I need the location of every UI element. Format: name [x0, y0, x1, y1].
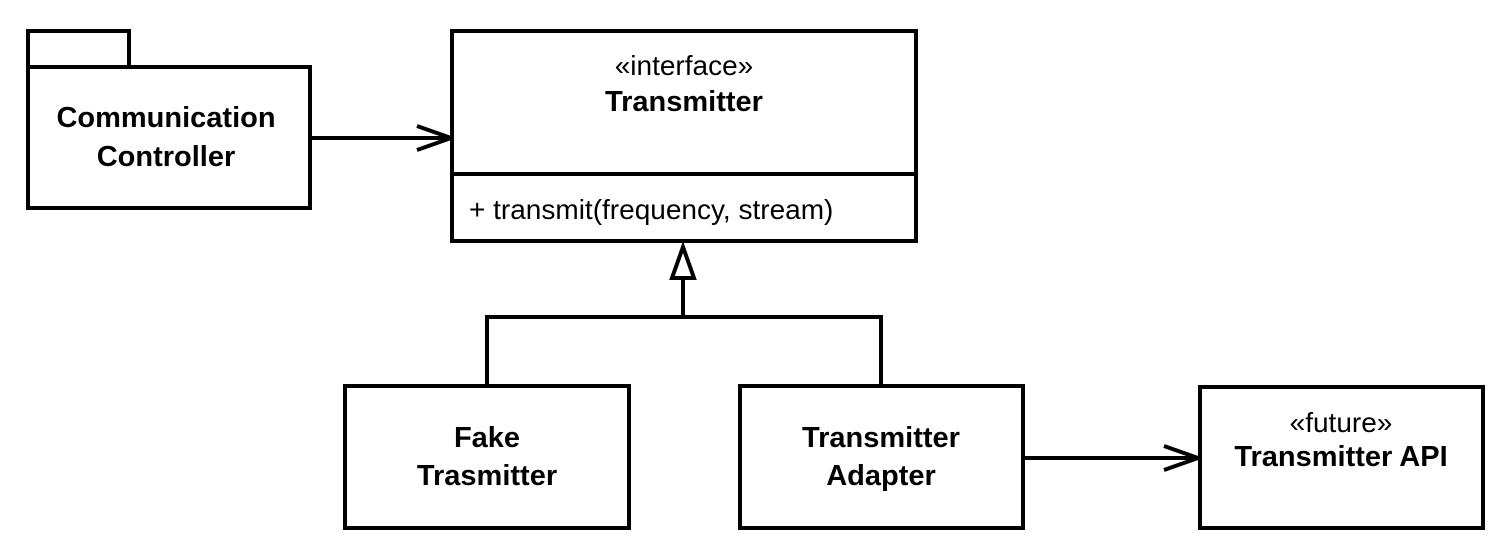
- communication-controller-package[interactable]: Communication Controller: [26, 29, 312, 210]
- package-body: [26, 65, 312, 210]
- realization-branch-line: [485, 315, 883, 385]
- interface-operation: + transmit(frequency, stream): [469, 194, 833, 225]
- fake-transmitter-box: [343, 384, 631, 530]
- fake-transmitter-label-line2: Trasmitter: [417, 460, 557, 492]
- fake-transmitter-class[interactable]: Fake Trasmitter: [343, 384, 631, 530]
- transmitter-adapter-box: [738, 384, 1025, 530]
- transmitter-api-stereotype: «future»: [1290, 407, 1393, 438]
- transmitter-adapter-label-line1: Transmitter: [802, 422, 960, 454]
- fake-transmitter-label-line1: Fake: [454, 422, 520, 454]
- transmitter-api-box: [1198, 385, 1485, 530]
- transmitter-adapter-label-line2: Adapter: [826, 460, 936, 492]
- package-label-line2: Controller: [97, 141, 236, 173]
- interface-stereotype: «interface»: [615, 50, 754, 81]
- package-tab: [26, 29, 131, 69]
- package-label-line1: Communication: [56, 102, 275, 134]
- dependency-arrow-adapter-to-api: [1023, 444, 1205, 472]
- transmitter-api-class[interactable]: «future» Transmitter API: [1198, 385, 1485, 530]
- interface-box: [450, 29, 918, 243]
- transmitter-api-name: Transmitter API: [1234, 441, 1447, 473]
- realization-connector: [485, 241, 883, 385]
- transmitter-adapter-class[interactable]: Transmitter Adapter: [738, 384, 1025, 530]
- interface-name: Transmitter: [605, 86, 763, 118]
- hollow-triangle-arrowhead-icon: [669, 241, 697, 280]
- transmitter-interface-class[interactable]: «interface» Transmitter + transmit(frequ…: [450, 29, 918, 243]
- dependency-arrow-controller-to-transmitter: [310, 124, 458, 152]
